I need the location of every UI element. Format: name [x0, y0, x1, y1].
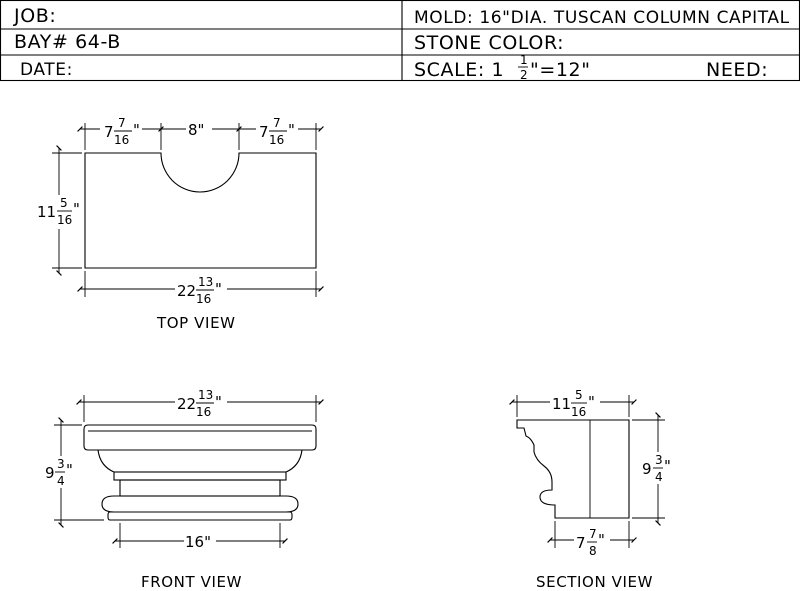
base-fillet [107, 511, 293, 521]
svg-text:16": 16" [185, 533, 211, 551]
neck [119, 479, 281, 497]
svg-text:16: 16 [196, 292, 211, 306]
scale-label: SCALE: 1 1 2 "=12" [414, 53, 591, 82]
svg-text:5: 5 [60, 196, 68, 210]
svg-text:7: 7 [576, 534, 586, 552]
svg-text:13: 13 [198, 275, 213, 289]
dim-left: 7 7 16 " [100, 114, 142, 147]
svg-text:": " [215, 280, 222, 298]
svg-text:9: 9 [642, 460, 652, 478]
section-profile [516, 419, 630, 519]
svg-text:16: 16 [571, 405, 586, 419]
svg-text:7: 7 [589, 527, 597, 541]
stone-color-label: STONE COLOR: [414, 32, 564, 54]
svg-text:11: 11 [37, 203, 56, 221]
echinus [97, 449, 303, 473]
svg-text:8": 8" [188, 121, 204, 139]
mold-label: MOLD: 16"DIA. TUSCAN COLUMN CAPITAL [414, 8, 790, 28]
section-view: 11 5 16 " 9 3 4 " 7 7 8 " S [509, 386, 676, 591]
front-view-label: FRONT VIEW [141, 573, 242, 591]
title-block: JOB: BAY# 64-B DATE: MOLD: 16"DIA. TUSCA… [0, 0, 800, 82]
svg-text:": " [133, 121, 140, 139]
svg-text:7: 7 [118, 116, 126, 130]
svg-text:11: 11 [552, 395, 571, 413]
svg-text:1: 1 [520, 53, 528, 67]
svg-text:9: 9 [45, 464, 55, 482]
section-view-label: SECTION VIEW [536, 573, 653, 591]
front-view: 22 13 16 " 9 3 4 " 16" FRONT VIEW [44, 386, 324, 591]
svg-text:13: 13 [198, 388, 213, 402]
dim-middle: 8" [186, 121, 212, 139]
dim-height: 11 5 16 " [36, 195, 82, 229]
svg-text:": " [73, 200, 80, 218]
fillet-upper [113, 471, 287, 481]
svg-text:2: 2 [520, 68, 528, 82]
svg-text:7: 7 [104, 123, 114, 141]
svg-text:16: 16 [57, 213, 72, 227]
svg-text:": " [66, 461, 73, 479]
svg-text:3: 3 [57, 457, 65, 471]
svg-text:"=12": "=12" [530, 59, 591, 81]
top-view: 7 7 16 " 8" 7 7 16 " 11 5 16 " [36, 114, 324, 332]
dim-width: 22 13 16 " [175, 273, 227, 306]
front-dim-height: 9 3 4 " [44, 456, 80, 488]
svg-text:22: 22 [177, 395, 196, 413]
svg-text:8: 8 [589, 544, 597, 558]
svg-text:SCALE: 1: SCALE: 1 [414, 59, 504, 81]
job-label: JOB: [13, 5, 56, 27]
astragal [101, 495, 299, 513]
section-dim-width: 11 5 16 " [550, 386, 600, 419]
dim-right: 7 7 16 " [256, 114, 298, 147]
svg-text:4: 4 [655, 470, 663, 484]
svg-text:16: 16 [269, 133, 284, 147]
svg-text:3: 3 [655, 453, 663, 467]
section-dim-height: 9 3 4 " [640, 452, 676, 484]
abacus [83, 424, 317, 451]
svg-text:4: 4 [57, 474, 65, 488]
svg-text:": " [288, 121, 295, 139]
svg-text:22: 22 [177, 282, 196, 300]
svg-text:": " [588, 393, 595, 411]
front-dim-width: 22 13 16 " [175, 386, 227, 419]
need-label: NEED: [706, 59, 768, 81]
svg-text:": " [215, 393, 222, 411]
svg-text:5: 5 [575, 388, 583, 402]
svg-text:16: 16 [114, 133, 129, 147]
top-view-outline [84, 152, 317, 269]
svg-text:16: 16 [196, 405, 211, 419]
svg-text:": " [598, 531, 605, 549]
top-view-label: TOP VIEW [156, 314, 236, 332]
svg-text:7: 7 [259, 123, 269, 141]
date-label: DATE: [20, 60, 73, 80]
bay-label: BAY# 64-B [14, 31, 121, 53]
svg-text:7: 7 [273, 116, 281, 130]
section-dim-bottom: 7 7 8 " [574, 526, 610, 558]
front-dim-base: 16" [184, 532, 216, 551]
svg-text:": " [664, 457, 671, 475]
